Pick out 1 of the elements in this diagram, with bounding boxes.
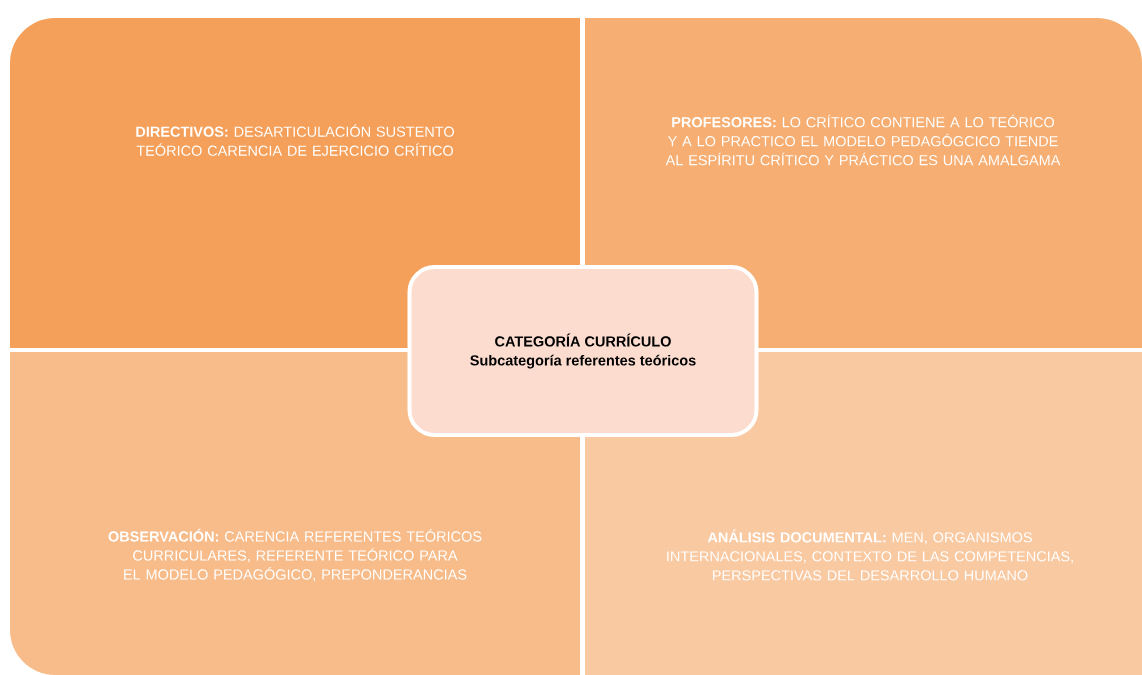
category-box: CATEGORÍA CURRÍCULO Subcategoría referentes teóricos — [407, 265, 759, 437]
